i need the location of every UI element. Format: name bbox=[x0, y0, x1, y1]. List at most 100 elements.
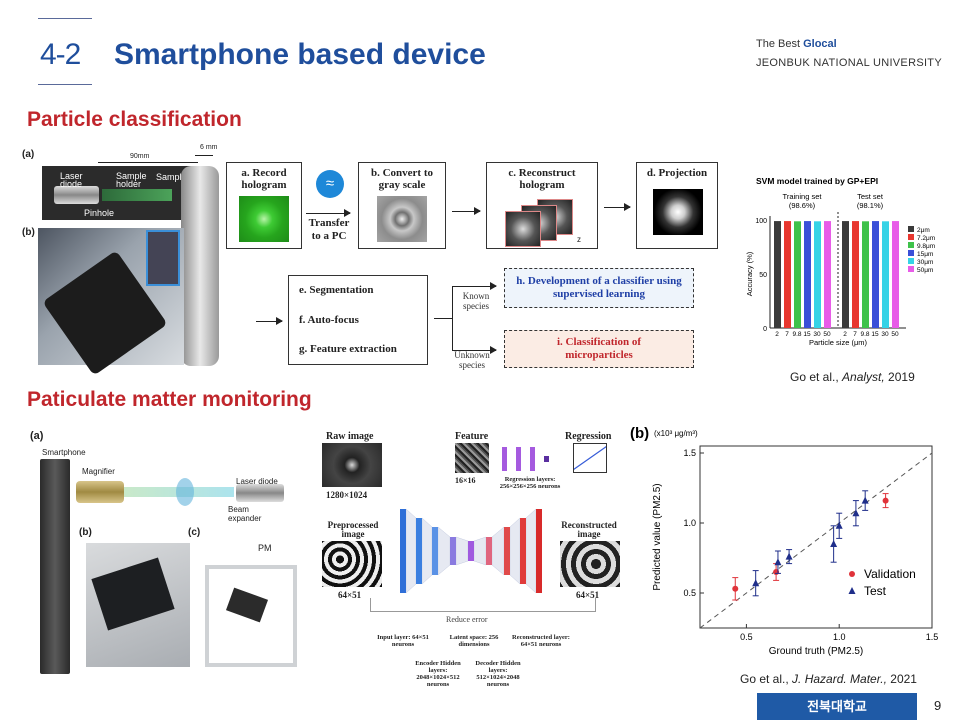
smartphone-label: Smartphone bbox=[42, 448, 86, 457]
arrow-c-d bbox=[604, 203, 631, 211]
svm-xtick: 15 bbox=[803, 331, 811, 338]
reconstruct-slice-1 bbox=[505, 211, 541, 247]
reduce-error-label: Reduce error bbox=[446, 615, 488, 624]
network-layer bbox=[400, 509, 406, 593]
pm-plot-frame bbox=[699, 445, 933, 629]
network-connection bbox=[421, 517, 433, 585]
network-connection bbox=[473, 536, 487, 566]
step-g-label: g. Feature extraction bbox=[299, 343, 397, 355]
regression-svg bbox=[502, 447, 549, 471]
network-layer bbox=[416, 518, 422, 584]
pm-panel-c-label: (c) bbox=[188, 527, 201, 538]
reconstructed-layer-label: Reconstructed layer: 64×51 neurons bbox=[512, 634, 570, 648]
svm-training-acc: (98.6%) bbox=[789, 201, 816, 210]
header-rule-top bbox=[38, 18, 92, 19]
pm-legend-entry: Validation bbox=[864, 567, 916, 581]
phone-side-view bbox=[181, 166, 219, 366]
regression-layer bbox=[530, 447, 535, 471]
device-photo bbox=[38, 228, 184, 376]
svm-xtick: 7 bbox=[785, 331, 789, 338]
svm-xtick: 50 bbox=[891, 331, 899, 338]
citation-journal: Analyst, bbox=[842, 370, 885, 384]
branch-vertical bbox=[452, 286, 453, 350]
particle-citation: Go et al., Analyst, 2019 bbox=[790, 370, 915, 384]
dim-6mm-line bbox=[195, 155, 213, 156]
pm-citation: Go et al., J. Hazard. Mater., 2021 bbox=[740, 672, 917, 686]
laser-diode-graphic bbox=[54, 186, 99, 204]
citation-year: 2019 bbox=[884, 370, 915, 384]
transfer-label: Transfer to a PC bbox=[308, 217, 350, 242]
network-connection bbox=[455, 536, 469, 566]
pm-citation-year: 2021 bbox=[886, 672, 917, 686]
university-tagline: The Best Glocal bbox=[756, 38, 837, 50]
svm-xtick: 2 bbox=[775, 331, 779, 338]
svm-xtick: 50 bbox=[823, 331, 831, 338]
pm-device-photo bbox=[86, 543, 190, 667]
svm-legend-swatch bbox=[908, 242, 914, 248]
network-layer bbox=[520, 518, 526, 584]
pm-ytick: 1.0 bbox=[683, 518, 696, 528]
svm-bar bbox=[824, 221, 831, 328]
preprocessed-label: Preprocessed image bbox=[327, 520, 379, 539]
page-number: 9 bbox=[934, 698, 942, 713]
svm-test-label: Test set bbox=[857, 192, 884, 201]
svm-bar bbox=[794, 221, 801, 328]
chamber-frame bbox=[205, 565, 297, 667]
regression-plot-icon bbox=[573, 443, 607, 473]
network-layer bbox=[450, 537, 456, 565]
citation-authors: Go et al., bbox=[790, 370, 843, 384]
feature-size-label: 16×16 bbox=[455, 476, 476, 485]
step-h-box: h. Development of a classifier using sup… bbox=[504, 268, 694, 308]
dim-90mm: 90mm bbox=[130, 153, 150, 160]
pm-citation-journal: J. Hazard. Mater., bbox=[792, 672, 887, 686]
pm-ytick: 0.5 bbox=[683, 588, 696, 598]
regression-layer bbox=[516, 447, 521, 471]
network-layer bbox=[486, 537, 492, 565]
particle-panel-a-label: (a) bbox=[22, 149, 35, 160]
tagline-emphasis: Glocal bbox=[803, 38, 837, 50]
step-f-label: f. Auto-focus bbox=[299, 314, 359, 326]
svm-bar bbox=[814, 221, 821, 328]
dim-90mm-line bbox=[98, 162, 198, 163]
pm-xtick: 1.5 bbox=[926, 632, 939, 642]
page-title: Smartphone based device bbox=[114, 38, 486, 71]
steps-efg-box: e. Segmentation f. Auto-focus g. Feature… bbox=[288, 275, 428, 365]
university-name: JEONBUK NATIONAL UNIVERSITY bbox=[756, 57, 942, 69]
hologram-green-image bbox=[239, 196, 289, 242]
svm-legend-entry: 9.8μm bbox=[917, 243, 935, 250]
chamber-device-graphic bbox=[225, 587, 269, 623]
step-gray-scale: b. Convert to gray scale bbox=[358, 162, 446, 249]
pm-heading: Paticulate matter monitoring bbox=[27, 388, 312, 411]
pm-legend-marker bbox=[849, 571, 855, 577]
unknown-species-label: Unknown species bbox=[454, 350, 490, 370]
svm-legend-swatch bbox=[908, 226, 914, 232]
preprocessed-image bbox=[322, 541, 382, 587]
wifi-icon: ≈ bbox=[316, 170, 344, 198]
svm-legend-swatch bbox=[908, 234, 914, 240]
network-connection bbox=[437, 526, 451, 576]
projection-image bbox=[653, 189, 703, 235]
network-layer bbox=[504, 527, 510, 575]
svm-bar bbox=[842, 221, 849, 328]
svm-bar bbox=[804, 221, 811, 328]
arrow-known bbox=[452, 282, 497, 290]
pm-reference-line bbox=[699, 452, 933, 629]
magnifier-label: Magnifier bbox=[82, 467, 115, 476]
svm-xtick: 9.8 bbox=[860, 331, 869, 338]
pm-point-test bbox=[774, 558, 782, 566]
feature-label: Feature bbox=[455, 431, 489, 442]
svm-legend-entry: 7.2μm bbox=[917, 235, 935, 242]
pm-laser-graphic bbox=[236, 484, 284, 502]
regression-output bbox=[544, 456, 549, 462]
svm-xtick: 15 bbox=[871, 331, 879, 338]
arrow-a-b bbox=[306, 209, 351, 217]
sample-holder-label: Sample holder bbox=[116, 171, 147, 189]
pm-xlabel: Ground truth (PM2.5) bbox=[769, 646, 863, 657]
svm-xtick: 9.8 bbox=[792, 331, 801, 338]
particle-heading: Particle classification bbox=[27, 108, 242, 131]
branch-line bbox=[434, 318, 452, 319]
svm-xtick: 7 bbox=[853, 331, 857, 338]
pm-point-test bbox=[785, 552, 793, 560]
svm-xtick: 2 bbox=[843, 331, 847, 338]
